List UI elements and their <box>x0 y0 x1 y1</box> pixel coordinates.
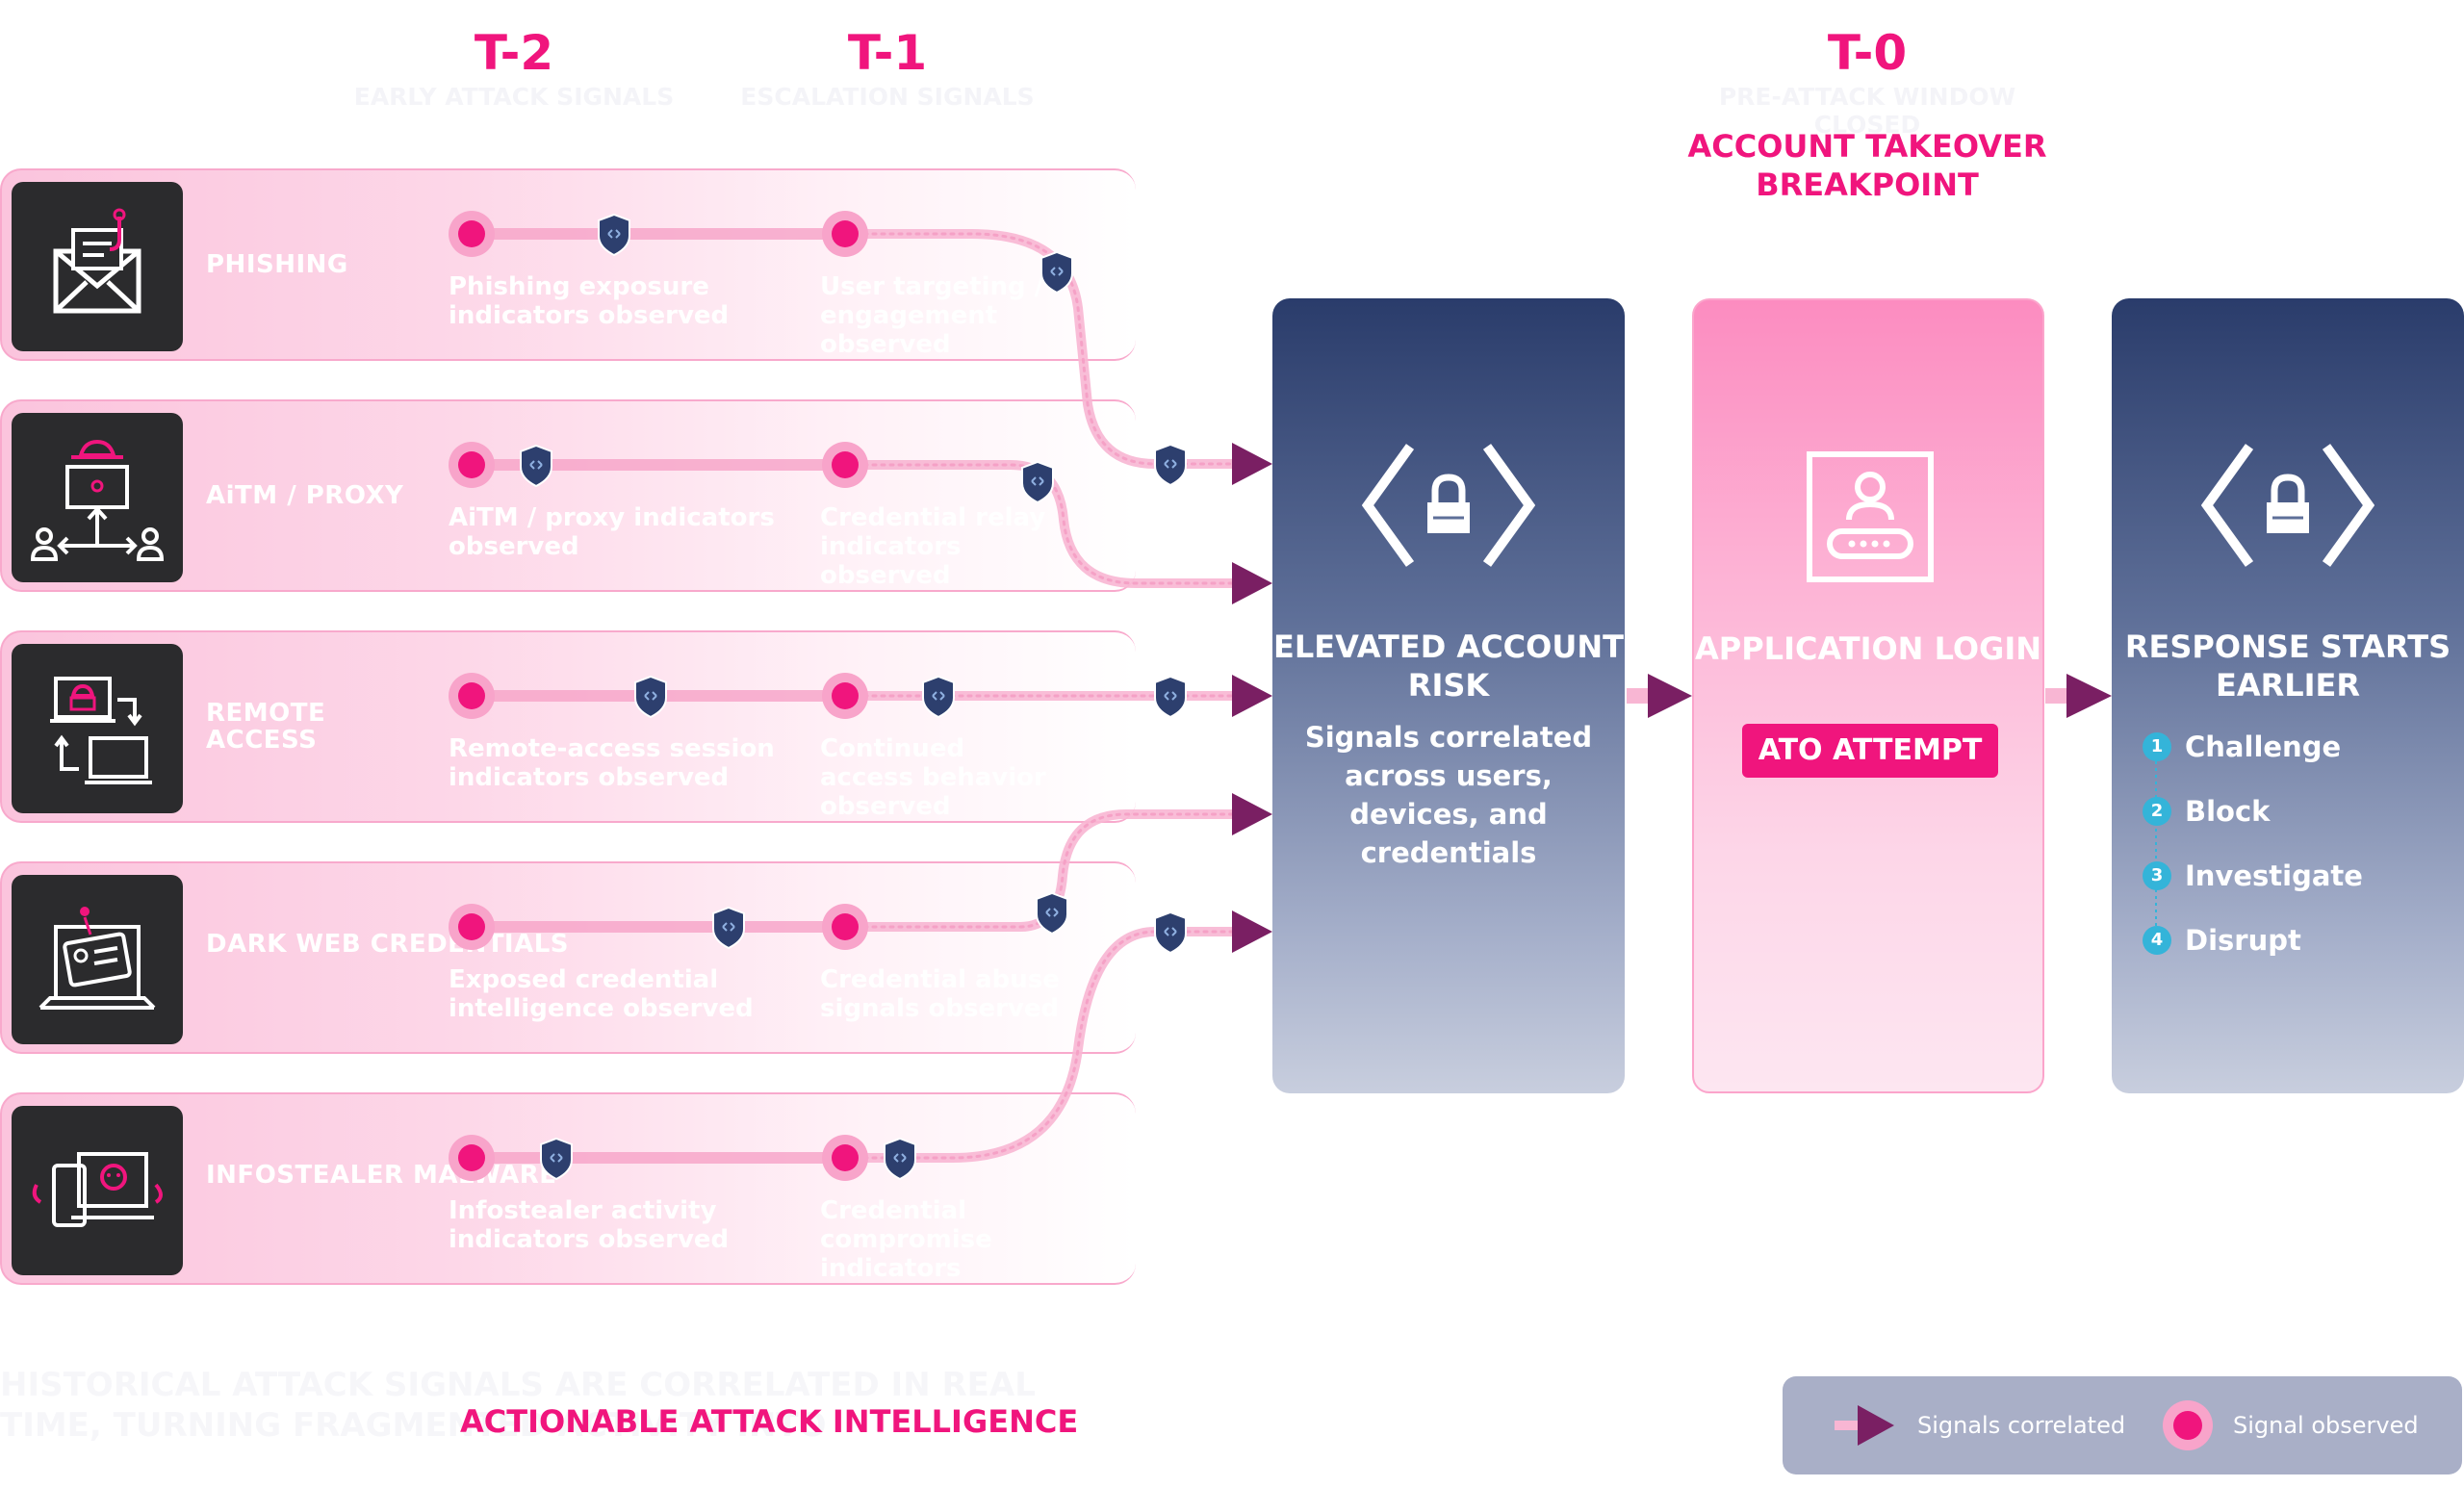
lane-caption-t2: Remote-access session indicators observe… <box>449 734 775 792</box>
panel-elevated-account-risk: ELEVATED ACCOUNT RISK Signals correlated… <box>1272 298 1625 1093</box>
step-number: 3 <box>2143 861 2171 890</box>
lane-caption-t2: AiTM / proxy indicators observed <box>449 503 775 561</box>
lane-remote-access: REMOTE ACCESS Remote-access session indi… <box>0 630 1136 823</box>
lane-caption-t1: User targeting / engagement observed <box>820 272 1044 359</box>
panel-title: ELEVATED ACCOUNT RISK <box>1273 628 1624 704</box>
timeline-t1-label: T-1 <box>847 25 928 81</box>
signal-observed-dots <box>449 211 868 1181</box>
dark-web-credentials-icon <box>12 875 183 1044</box>
timeline-t1-subtitle: ESCALATION SIGNALS <box>740 83 1035 111</box>
response-step: 3 Investigate <box>2143 857 2363 895</box>
lane-dark-web-credentials: DARK WEB CREDENTIALS Exposed credential … <box>0 861 1136 1054</box>
signals-correlated-arrow-icon <box>1835 1405 1894 1446</box>
footer-highlight: ACTIONABLE ATTACK INTELLIGENCE <box>460 1403 1079 1440</box>
panel-description: Signals correlated across users, devices… <box>1304 721 1593 869</box>
signal-observed-dot-icon <box>2163 1400 2213 1450</box>
lane-caption-t1: Continued access behavior observed <box>820 734 1046 821</box>
legend: Signals correlated Signal observed <box>1783 1376 2462 1474</box>
timeline-t2-label: T-2 <box>474 25 554 81</box>
lane-title: REMOTE ACCESS <box>206 699 326 755</box>
phishing-email-icon <box>12 182 183 351</box>
steps-connector <box>2155 741 2157 937</box>
panel-response: RESPONSE STARTS EARLIER 1 Challenge 2 Bloc… <box>2112 298 2464 1093</box>
aitm-proxy-icon <box>12 413 183 582</box>
response-step: 1 Challenge <box>2143 728 2342 766</box>
lane-aitm-proxy: AiTM / PROXY AiTM / proxy indicators obs… <box>0 399 1136 592</box>
step-number: 2 <box>2143 797 2171 826</box>
response-step: 4 Disrupt <box>2143 921 2301 960</box>
timeline-t0-label: T-0 <box>1827 25 1908 81</box>
step-label: Challenge <box>2185 731 2342 763</box>
timeline-t0-subtitle: PRE-ATTACK WINDOW CLOSED <box>1718 83 2016 139</box>
lock-code-icon <box>2201 444 2374 567</box>
step-number: 1 <box>2143 732 2171 761</box>
ato-attempt-badge: ATO ATTEMPT <box>1742 724 1998 778</box>
lock-code-icon <box>1362 444 1535 567</box>
lane-caption-t1: Credential relay indicators observed <box>820 503 1046 590</box>
lane-title: DARK WEB CREDENTIALS <box>206 930 570 959</box>
ato-breakpoint-label: ACCOUNT TAKEOVER BREAKPOINT <box>1687 128 2047 203</box>
response-step: 2 Block <box>2143 792 2271 831</box>
lane-caption-t2: Infostealer activity indicators observed <box>449 1196 730 1254</box>
step-label: Disrupt <box>2185 924 2301 957</box>
lane-title: INFOSTEALER MALWARE <box>206 1161 557 1190</box>
lane-caption-t1: Credential compromise indicators observe… <box>820 1196 992 1312</box>
panel-title: APPLICATION LOGIN <box>1695 630 2041 667</box>
login-terminal-icon <box>1807 451 1934 582</box>
panel-title: RESPONSE STARTS EARLIER <box>2124 628 2451 704</box>
lane-infostealer-malware: INFOSTEALER MALWARE Infostealer activity… <box>0 1092 1136 1312</box>
signals-correlated-arrows <box>1232 443 1272 953</box>
lane-phishing: PHISHING Phishing exposure indicators ob… <box>0 168 1136 361</box>
legend-observed-label: Signal observed <box>2233 1412 2419 1439</box>
lane-title: AiTM / PROXY <box>206 481 404 510</box>
lane-caption-t1: Credential abuse signals observed <box>820 965 1060 1023</box>
step-label: Investigate <box>2185 859 2363 892</box>
timeline-t2-subtitle: EARLY ATTACK SIGNALS <box>353 83 675 111</box>
lane-caption-t2: Exposed credential intelligence observed <box>449 965 754 1023</box>
step-number: 4 <box>2143 926 2171 955</box>
step-label: Block <box>2185 795 2271 828</box>
lane-title: PHISHING <box>206 250 348 279</box>
infostealer-malware-icon <box>12 1106 183 1275</box>
remote-access-icon <box>12 644 183 813</box>
panel-application-login: APPLICATION LOGIN ATO ATTEMPT <box>1692 298 2044 1093</box>
footer-description: HISTORICAL ATTACK SIGNALS ARE CORRELATED… <box>0 1366 1036 1445</box>
legend-correlated-label: Signals correlated <box>1917 1412 2126 1439</box>
lane-caption-t2: Phishing exposure indicators observed <box>449 272 730 330</box>
